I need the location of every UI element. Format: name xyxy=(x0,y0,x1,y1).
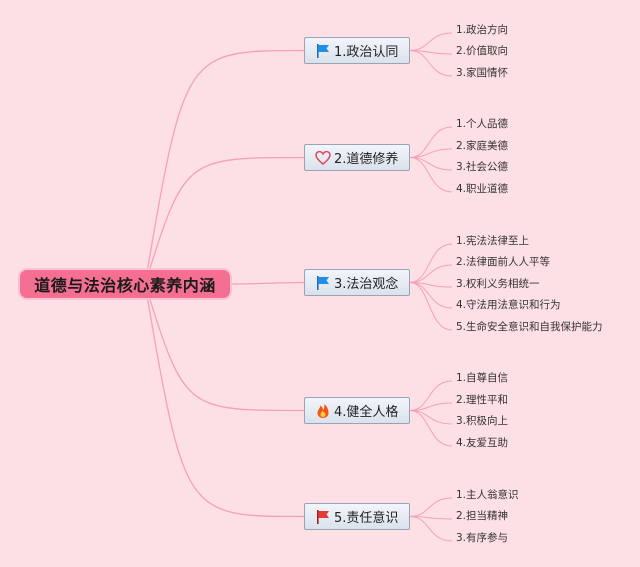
branch-leaf-connector xyxy=(409,516,453,542)
leaf-item[interactable]: 4.友爱互助 xyxy=(456,437,509,449)
root-topic[interactable]: 道德与法治核心素养内涵 xyxy=(18,268,232,300)
branch-leaf-connector xyxy=(409,497,453,517)
leaf-item[interactable]: 4.职业道德 xyxy=(456,183,509,195)
branch-political-identity[interactable]: 1.政治认同 xyxy=(304,37,410,64)
root-branch-connector xyxy=(231,281,305,285)
leaf-item[interactable]: 2.价值取向 xyxy=(456,45,509,57)
leaf-item[interactable]: 2.理性平和 xyxy=(456,394,509,406)
branch-leaf-connector xyxy=(409,410,453,447)
leaf-item[interactable]: 2.担当精神 xyxy=(456,510,509,522)
leaf-item[interactable]: 1.主人翁意识 xyxy=(456,489,519,501)
leaf-item[interactable]: 1.政治方向 xyxy=(456,24,509,36)
leaf-item[interactable]: 3.社会公德 xyxy=(456,161,509,173)
branch-leaf-connector xyxy=(409,32,453,51)
branch-leaf-connector xyxy=(409,410,453,425)
branch-leaf-connector xyxy=(409,243,453,283)
root-branch-connector xyxy=(144,283,305,518)
leaf-item[interactable]: 1.个人品德 xyxy=(456,118,509,130)
branch-leaf-connector xyxy=(409,126,453,158)
leaf-item[interactable]: 1.宪法法律至上 xyxy=(456,235,530,247)
branch-label: 5.责任意识 xyxy=(334,511,399,526)
branch-leaf-connector xyxy=(409,380,453,411)
leaf-item[interactable]: 5.生命安全意识和自我保护能力 xyxy=(456,321,603,333)
leaf-item[interactable]: 2.法律面前人人平等 xyxy=(456,256,551,268)
branch-leaf-connector xyxy=(409,282,453,309)
leaf-item[interactable]: 4.守法用法意识和行为 xyxy=(456,299,561,311)
branch-label: 2.道德修养 xyxy=(334,152,399,167)
branch-rule-of-law[interactable]: 3.法治观念 xyxy=(304,269,410,296)
branch-leaf-connector xyxy=(409,264,453,283)
root-branch-connector xyxy=(144,283,305,412)
leaf-item[interactable]: 3.家国情怀 xyxy=(456,67,509,79)
red-flag-icon xyxy=(315,509,331,525)
blue-flag-icon xyxy=(315,43,331,59)
branch-leaf-connector xyxy=(409,157,453,193)
branch-moral-cultivation[interactable]: 2.道德修养 xyxy=(304,144,410,171)
branch-label: 3.法治观念 xyxy=(334,277,399,292)
branch-sense-of-responsibility[interactable]: 5.责任意识 xyxy=(304,503,410,530)
fire-icon xyxy=(315,403,331,419)
branch-label: 1.政治认同 xyxy=(334,45,399,60)
leaf-item[interactable]: 3.积极向上 xyxy=(456,415,509,427)
blue-flag-icon xyxy=(315,275,331,291)
root-branch-connector xyxy=(144,49,305,285)
branch-label: 4.健全人格 xyxy=(334,405,399,420)
leaf-item[interactable]: 3.有序参与 xyxy=(456,532,509,544)
branch-leaf-connector xyxy=(409,282,453,331)
root-title: 道德与法治核心素养内涵 xyxy=(34,276,216,295)
heart-icon xyxy=(315,150,331,166)
branch-sound-personality[interactable]: 4.健全人格 xyxy=(304,397,410,424)
branch-leaf-connector xyxy=(409,50,453,77)
leaf-item[interactable]: 2.家庭美德 xyxy=(456,140,509,152)
leaf-item[interactable]: 3.权利义务相统一 xyxy=(456,278,540,290)
root-branch-connector xyxy=(144,156,305,285)
leaf-item[interactable]: 1.自尊自信 xyxy=(456,372,509,384)
